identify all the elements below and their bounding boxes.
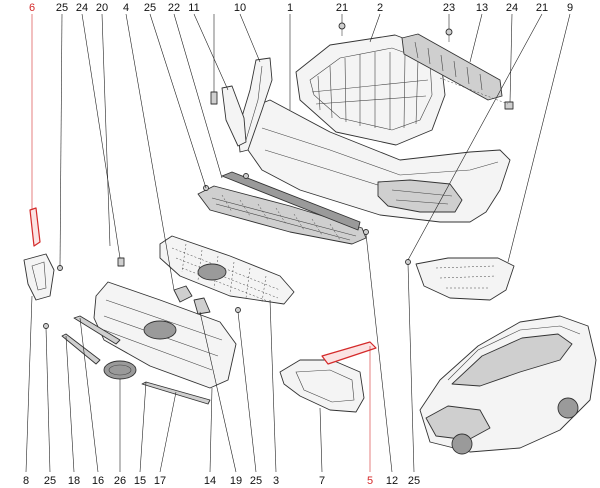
part-upper-grille-frame [295,34,446,146]
callout-bottom-14: 14 [204,475,216,487]
part-fog-trim-right [415,257,515,301]
part-5-highlighted [321,341,377,365]
callout-top-21b: 21 [536,2,548,14]
callout-bottom-5: 5 [367,475,373,487]
callout-bottom-19: 19 [230,475,242,487]
callout-top-13: 13 [476,2,488,14]
callout-top-20: 20 [96,2,108,14]
callout-top-23: 23 [443,2,455,14]
part-lower-trim-strip [221,171,361,231]
part-emblem [103,360,137,380]
part-fog-trim-left [23,253,55,301]
part-screw-23 [445,28,453,42]
callout-bottom-15: 15 [134,475,146,487]
callout-top-2: 2 [377,2,383,14]
part-clip-24-left [117,257,125,267]
callout-bottom-18: 18 [68,475,80,487]
callout-top-25b: 25 [144,2,156,14]
callout-top-25: 25 [56,2,68,14]
part-chrome-strip-16 [73,315,121,345]
callout-bottom-3: 3 [273,475,279,487]
callout-top-24b: 24 [506,2,518,14]
car-silhouette [419,315,597,455]
part-clip-right [439,77,514,110]
part-absorber [401,33,503,101]
callout-top-9: 9 [567,2,573,14]
part-bracket-22 [221,85,247,147]
bottom-callouts: 8 25 18 16 26 15 17 14 19 25 3 7 5 12 25 [23,475,420,487]
callout-bottom-7: 7 [319,475,325,487]
callout-bottom-16: 16 [92,475,104,487]
part-bracket-20 [173,285,193,303]
callout-top-6: 6 [29,2,35,14]
part-front-bumper [247,99,511,223]
part-lower-grille [197,185,367,245]
callout-bottom-25c: 25 [408,475,420,487]
callout-bottom-26: 26 [114,475,126,487]
screw-group [43,173,411,329]
callout-top-24: 24 [76,2,88,14]
part-lower-trim-7 [279,359,365,413]
leader-lines [25,13,571,473]
part-bracket-19 [193,297,211,315]
callout-bottom-17: 17 [154,475,166,487]
callout-top-1: 1 [287,2,293,14]
part-side-bracket-10 [237,57,273,153]
callout-top-11: 11 [188,2,199,14]
callout-bottom-8: 8 [23,475,29,487]
part-6-highlighted [29,207,41,247]
callout-top-4: 4 [123,2,129,14]
callout-top-10: 10 [234,2,246,14]
callout-bottom-25: 25 [44,475,56,487]
part-clip-11 [210,91,218,105]
callout-bottom-25b: 25 [250,475,262,487]
part-chrome-strip-18 [61,333,101,365]
callout-top-22: 22 [168,2,180,14]
callout-top-21: 21 [336,2,348,14]
callout-bottom-12: 12 [386,475,398,487]
part-screw-21-top [338,22,346,36]
top-callouts: 6 25 24 20 4 25 22 11 10 1 21 2 23 13 24… [29,2,573,14]
